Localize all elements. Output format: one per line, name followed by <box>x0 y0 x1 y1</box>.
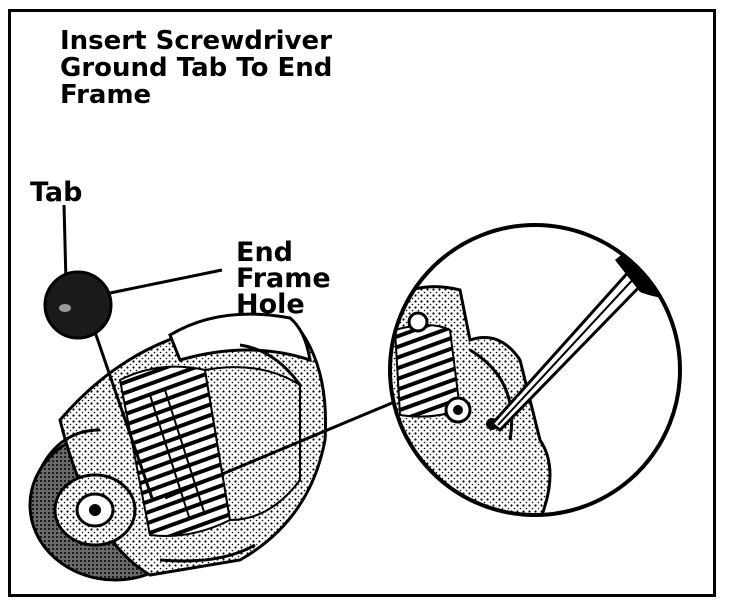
caption-line: Insert Screwdriver <box>60 26 332 56</box>
caption-line: Ground Tab To End <box>60 53 333 83</box>
zoom-detail-circle <box>388 223 682 517</box>
figure-caption: Insert Screwdriver Ground Tab To End Fra… <box>60 28 420 109</box>
caption-line: Frame <box>60 80 152 110</box>
tab-label: Tab <box>30 177 83 208</box>
alternator-body <box>28 312 328 582</box>
end-frame-hole-label-line: Frame <box>236 263 331 294</box>
end-frame-hole-label-line: End <box>236 237 293 268</box>
zoom-leader-line <box>164 401 393 500</box>
tab-callout <box>43 204 223 499</box>
end-frame-hole-label: End Frame Hole <box>236 237 366 320</box>
end-frame-hole-label-line: Hole <box>236 289 305 320</box>
